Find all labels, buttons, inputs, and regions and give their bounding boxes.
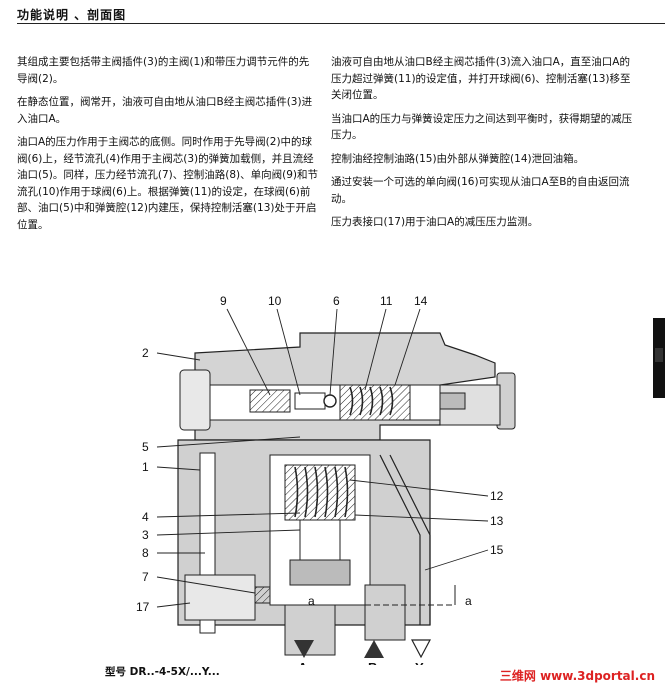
callout-7: 7 <box>142 570 149 584</box>
page-edge-tab <box>653 318 665 398</box>
header-divider <box>17 23 665 24</box>
callout-3: 3 <box>142 528 149 542</box>
port-b-label: B <box>368 660 377 665</box>
callout-10: 10 <box>268 294 282 308</box>
paragraph: 在静态位置，阀常开，油液可自由地从油口B经主阀芯插件(3)进入油口A。 <box>17 96 313 125</box>
port-y-label: Y <box>415 660 424 665</box>
paragraph: 控制油经控制油路(15)由外部从弹簧腔(14)泄回油箱。 <box>331 152 585 165</box>
figure-caption: 型号 DR..-4-5X/...Y... <box>105 666 220 678</box>
callout-12: 12 <box>490 489 504 503</box>
port-a-label: A <box>298 660 308 665</box>
callout-14: 14 <box>414 294 428 308</box>
callout-6: 6 <box>333 294 340 308</box>
paragraph: 其组成主要包括带主阀插件(3)的主阀(1)和带压力调节元件的先导阀(2)。 <box>17 56 310 85</box>
callout-9: 9 <box>220 294 227 308</box>
callout-15: 15 <box>490 543 504 557</box>
callout-1: 1 <box>142 460 149 474</box>
watermark: 三维网 www.3dportal.cn <box>499 669 655 683</box>
paragraph: 油液可自由地从油口B经主阀芯插件(3)流入油口A，直至油口A的压力超过弹簧(11… <box>331 56 631 101</box>
callout-13: 13 <box>490 514 504 528</box>
paragraph: 压力表接口(17)用于油口A的减压压力监测。 <box>331 216 539 228</box>
paragraph: 通过安装一个可选的单向阀(16)可实现从油口A至B的自由返回流动。 <box>331 176 630 205</box>
valve-section-drawing: 9 10 6 11 14 2 5 1 4 3 8 7 17 12 13 15 a… <box>136 294 516 665</box>
left-column: 其组成主要包括带主阀插件(3)的主阀(1)和带压力调节元件的先导阀(2)。 在静… <box>17 54 319 240</box>
label-a-right: a <box>465 594 472 608</box>
paragraph: 当油口A的压力与弹簧设定压力之间达到平衡时，获得期望的减压压力。 <box>331 112 633 142</box>
right-column: 油液可自由地从油口B经主阀芯插件(3)流入油口A，直至油口A的压力超过弹簧(11… <box>331 54 633 238</box>
callout-5: 5 <box>142 440 149 454</box>
callout-2: 2 <box>142 346 149 360</box>
callout-4: 4 <box>142 510 149 524</box>
section-title: 功能说明 、剖面图 <box>17 8 127 22</box>
paragraph: 油口A的压力作用于主阀芯的底侧。同时作用于先导阀(2)中的球阀(6)上，经节流孔… <box>17 136 318 231</box>
callout-8: 8 <box>142 546 149 560</box>
label-a-left: a <box>308 594 315 608</box>
callout-17: 17 <box>136 600 150 614</box>
callout-11: 11 <box>380 294 393 308</box>
